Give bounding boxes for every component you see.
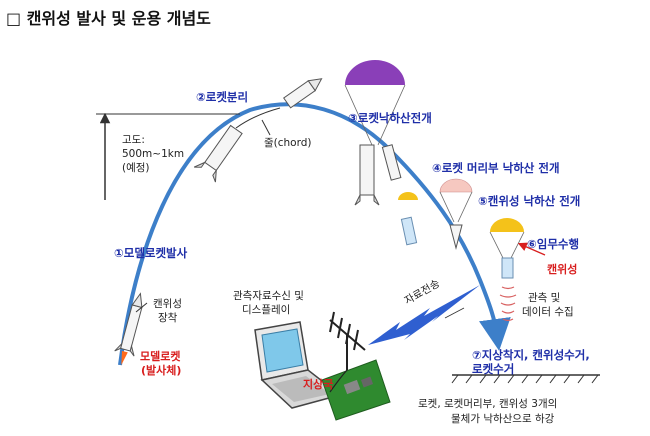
chord-label: 줄(chord) (264, 137, 312, 149)
footer-note-1: 로켓, 로켓머리부, 캔위성 3개의 (418, 398, 558, 410)
cansat-mount-label-2: 장착 (158, 312, 178, 324)
ground-station-label: 지상국 (303, 378, 334, 391)
altitude-label-2: 500m~1km (122, 148, 185, 160)
rocket-head-icon (283, 78, 323, 109)
cansat-parachute-icon (490, 218, 524, 232)
step-4-label: ④로켓 머리부 낙하산 전개 (432, 161, 560, 175)
page-title: □ 캔위성 발사 및 운용 개념도 (6, 9, 211, 28)
rocket-parachute-icon (345, 60, 405, 85)
falling-head-icon (449, 224, 463, 250)
cansat-icon (501, 257, 514, 279)
cansat-label: 캔위성 (547, 263, 578, 276)
observation-waves (499, 286, 517, 322)
step-2-label: ②로켓분리 (196, 90, 249, 104)
head-parachute-icon (439, 178, 473, 193)
small-cansat-icon (400, 216, 418, 246)
falling-rocket-body-icon (354, 144, 380, 206)
altitude-label-1: 고도: (122, 134, 145, 146)
flight-trajectory (118, 102, 511, 366)
step-5-label: ⑤캔위성 낙하산 전개 (478, 194, 581, 208)
data-receive-label-1: 관측자료수신 및 (233, 290, 304, 302)
step-6-label: ⑥임무수행 (527, 237, 580, 251)
model-rocket-label-2: (발사체) (141, 364, 182, 377)
cansat-mount-label-1: 캔위성 (153, 298, 182, 310)
ground-station-board-icon (321, 359, 391, 421)
antenna-icon (329, 311, 366, 370)
step-1-label: ①모델로켓발사 (114, 246, 188, 260)
observe-label-2: 데이터 수집 (522, 306, 574, 318)
step-7-label-line1: ⑦지상착지, 캔위성수거, (472, 348, 590, 362)
model-rocket-label-1: 모델로켓 (140, 350, 181, 363)
laptop-icon (254, 321, 342, 409)
step-7-label-line2: 로켓수거 (472, 362, 515, 376)
altitude-label-3: (예정) (122, 162, 150, 174)
falling-rocket-head-icon (381, 144, 402, 181)
model-rocket-launch-icon (114, 292, 143, 366)
data-receive-label-2: 디스플레이 (242, 304, 291, 316)
chord-line (235, 107, 281, 129)
rocket-body-icon (193, 124, 243, 183)
step-3-label: ③로켓낙하산전개 (348, 111, 432, 125)
data-link-icon (368, 285, 480, 345)
footer-note-2: 물체가 낙하산으로 하강 (451, 413, 555, 425)
small-cansat-parachute-icon (398, 192, 418, 200)
observe-label-1: 관측 및 (528, 292, 561, 304)
